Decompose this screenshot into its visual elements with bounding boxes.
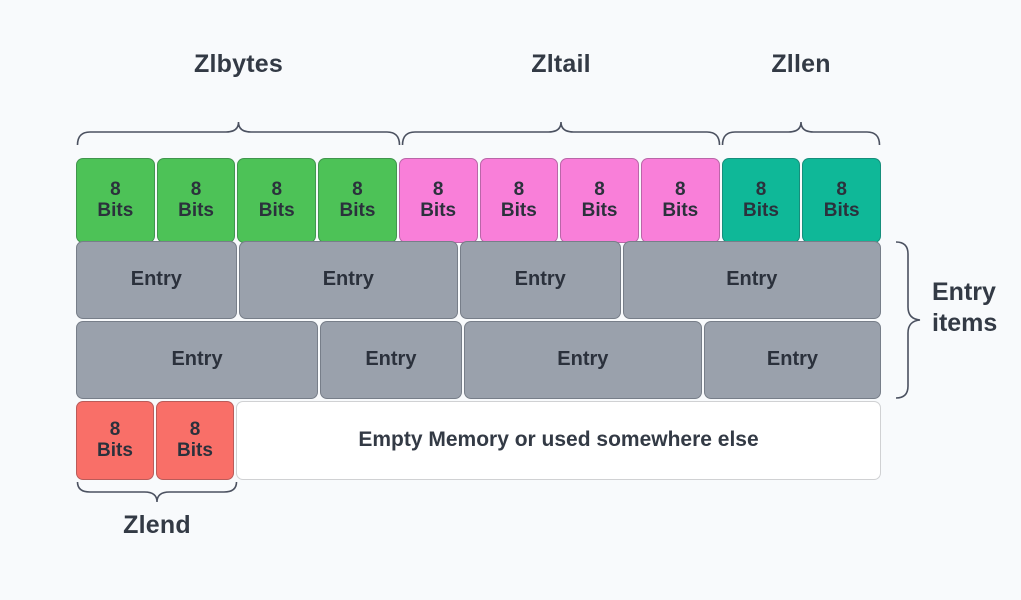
entry-row-2: Entry Entry Entry Entry (76, 321, 882, 399)
entry-cell[interactable]: Entry (703, 321, 882, 399)
entry-cell[interactable]: Entry (459, 241, 621, 319)
bits-unit: Bits (662, 199, 699, 221)
bits-number: 8 (110, 179, 121, 201)
zlend-label-text: Zlend (123, 511, 191, 539)
bits-cell[interactable]: 8 Bits (237, 158, 317, 243)
bits-cell[interactable]: 8 Bits (76, 158, 155, 243)
entry-cell[interactable]: Entry (622, 241, 881, 319)
entry-label: Entry (171, 348, 223, 371)
bits-number: 8 (352, 179, 363, 201)
bits-number: 8 (432, 179, 444, 201)
entry-cell[interactable]: Entry (320, 321, 462, 399)
bits-cell[interactable]: 8 Bits (156, 158, 236, 243)
bits-unit: Bits (258, 199, 295, 221)
empty-memory-cell: Empty Memory or used somewhere else (236, 401, 881, 480)
section-title-zllen-label: Zllen (771, 50, 831, 78)
bits-cell[interactable]: 8 Bits (802, 158, 882, 243)
bits-cell[interactable]: 8 Bits (640, 158, 720, 243)
section-title-zltail: Zltail (401, 50, 721, 79)
brace-entry-items (895, 241, 921, 399)
entry-label: Entry (130, 268, 182, 291)
bits-unit: Bits (743, 199, 779, 221)
bits-number: 8 (513, 179, 525, 201)
entry-label: Entry (322, 268, 374, 291)
bits-cell[interactable]: 8 Bits (721, 158, 801, 243)
brace-zlend (76, 481, 238, 503)
section-title-zltail-label: Zltail (531, 50, 591, 78)
section-title-zlbytes-label: Zlbytes (194, 50, 283, 78)
bits-number: 8 (109, 419, 121, 441)
entry-label: Entry (557, 348, 609, 371)
bits-unit: Bits (97, 439, 133, 461)
entry-label: Entry (365, 348, 417, 371)
entry-label: Entry (726, 268, 778, 291)
zlend-bits-cell[interactable]: 8 Bits (156, 401, 234, 480)
entry-items-label-line1: Entry (932, 278, 996, 306)
bits-number: 8 (674, 179, 686, 201)
entry-cell[interactable]: Entry (238, 241, 458, 319)
bits-number: 8 (271, 179, 283, 201)
brace-zlend-label: Zlend (76, 511, 238, 540)
entry-row-1: Entry Entry Entry Entry (76, 241, 881, 319)
section-title-zlbytes: Zlbytes (76, 50, 401, 79)
bits-unit: Bits (339, 199, 376, 221)
bits-cell[interactable]: 8 Bits (560, 158, 639, 243)
zlend-bits-cell[interactable]: 8 Bits (76, 401, 154, 480)
entry-label: Entry (514, 268, 566, 291)
bits-unit: Bits (177, 439, 213, 461)
bits-number: 8 (836, 179, 847, 201)
bits-unit: Bits (500, 199, 537, 221)
bits-number: 8 (189, 419, 201, 441)
bits-row: 8 Bits 8 Bits 8 Bits 8 Bits 8 Bits 8 Bit… (76, 158, 882, 243)
brace-zllen (721, 120, 881, 146)
bits-number: 8 (755, 179, 767, 201)
entry-cell[interactable]: Entry (76, 241, 237, 319)
entry-cell[interactable]: Entry (463, 321, 702, 399)
bits-unit: Bits (178, 199, 214, 221)
bits-cell[interactable]: 8 Bits (398, 158, 478, 243)
bits-unit: Bits (420, 199, 457, 221)
brace-zlbytes (76, 120, 401, 146)
bits-unit: Bits (581, 199, 618, 221)
bits-unit: Bits (823, 199, 860, 221)
empty-memory-label: Empty Memory or used somewhere else (358, 428, 759, 452)
bits-cell[interactable]: 8 Bits (318, 158, 397, 243)
entry-items-label-line2: items (932, 308, 998, 337)
entry-cell[interactable]: Entry (76, 321, 319, 399)
bits-number: 8 (190, 179, 202, 201)
bits-number: 8 (594, 179, 605, 201)
entry-label: Entry (766, 348, 819, 371)
bits-cell[interactable]: 8 Bits (479, 158, 559, 243)
entry-items-label: Entry items (932, 277, 997, 338)
section-title-zllen: Zllen (721, 50, 881, 79)
bottom-row: 8 Bits 8 Bits Empty Memory or used somew… (76, 401, 881, 480)
brace-zltail (401, 120, 721, 146)
bits-unit: Bits (97, 199, 134, 221)
